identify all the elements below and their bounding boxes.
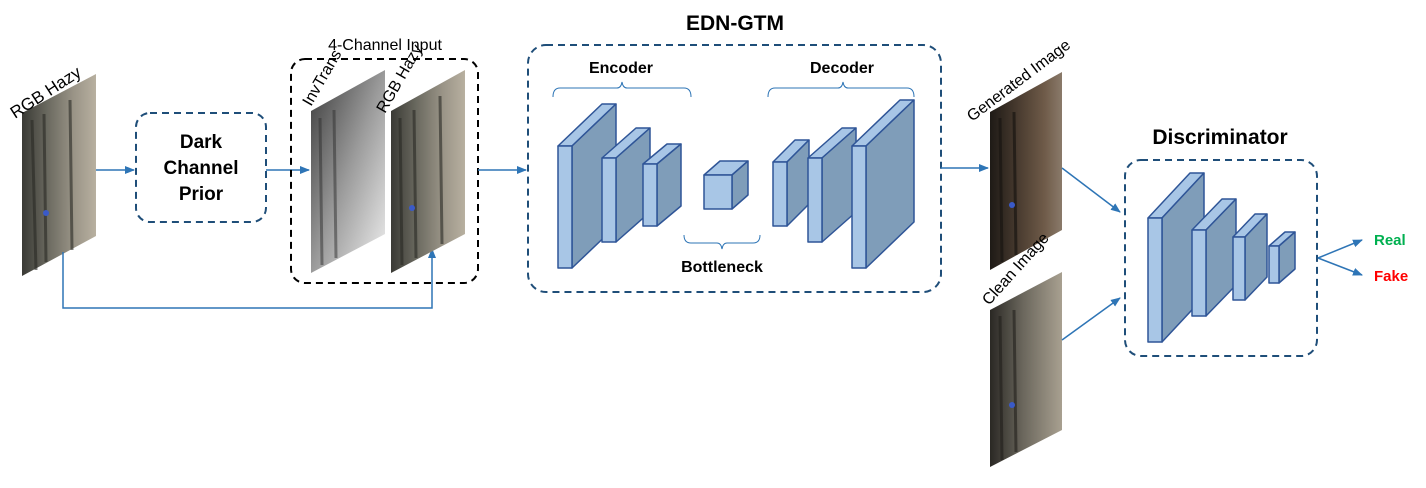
edn-blocks bbox=[557, 99, 915, 269]
bottleneck-label: Bottleneck bbox=[681, 259, 763, 276]
arrow-skip-hazy-to-input bbox=[62, 248, 436, 309]
discriminator-block-3 bbox=[1232, 213, 1268, 301]
dcp-label-line3: Prior bbox=[179, 184, 224, 205]
rgb-hazy-image-input bbox=[391, 70, 465, 273]
clean-image bbox=[990, 272, 1062, 467]
four-channel-input-label: 4-Channel Input bbox=[328, 37, 442, 54]
encoder-block-3 bbox=[642, 143, 682, 227]
decoder-block-2 bbox=[807, 127, 857, 243]
encoder-block-2 bbox=[601, 127, 651, 243]
discriminator-blocks bbox=[1147, 172, 1296, 343]
arrow-generated-to-discriminator bbox=[1061, 167, 1121, 213]
encoder-brace bbox=[552, 81, 692, 98]
arrow-to-fake bbox=[1317, 257, 1363, 276]
arrow-clean-to-discriminator bbox=[1061, 297, 1121, 341]
rgb-hazy-image-left bbox=[22, 74, 96, 276]
bottleneck-block bbox=[703, 160, 749, 210]
bottleneck-brace bbox=[683, 234, 761, 250]
decoder-label: Decoder bbox=[810, 60, 874, 77]
dcp-label-line1: Dark bbox=[180, 132, 223, 153]
encoder-label: Encoder bbox=[589, 60, 653, 77]
discriminator-box bbox=[1124, 159, 1318, 357]
decoder-block-3 bbox=[851, 99, 915, 269]
four-channel-input-box bbox=[290, 58, 479, 284]
edn-gtm-title: EDN-GTM bbox=[686, 12, 784, 35]
decoder-brace bbox=[767, 81, 915, 98]
real-label: Real bbox=[1374, 232, 1406, 249]
generated-image bbox=[990, 72, 1062, 270]
invtrans-image bbox=[311, 70, 385, 273]
decoder-block-1 bbox=[772, 139, 810, 227]
discriminator-title: Discriminator bbox=[1152, 126, 1287, 149]
dcp-label-line2: Channel bbox=[164, 158, 239, 179]
fake-label: Fake bbox=[1374, 268, 1408, 285]
arrow-to-real bbox=[1317, 239, 1363, 259]
discriminator-block-4 bbox=[1268, 231, 1296, 284]
dark-channel-prior-box bbox=[135, 112, 267, 223]
